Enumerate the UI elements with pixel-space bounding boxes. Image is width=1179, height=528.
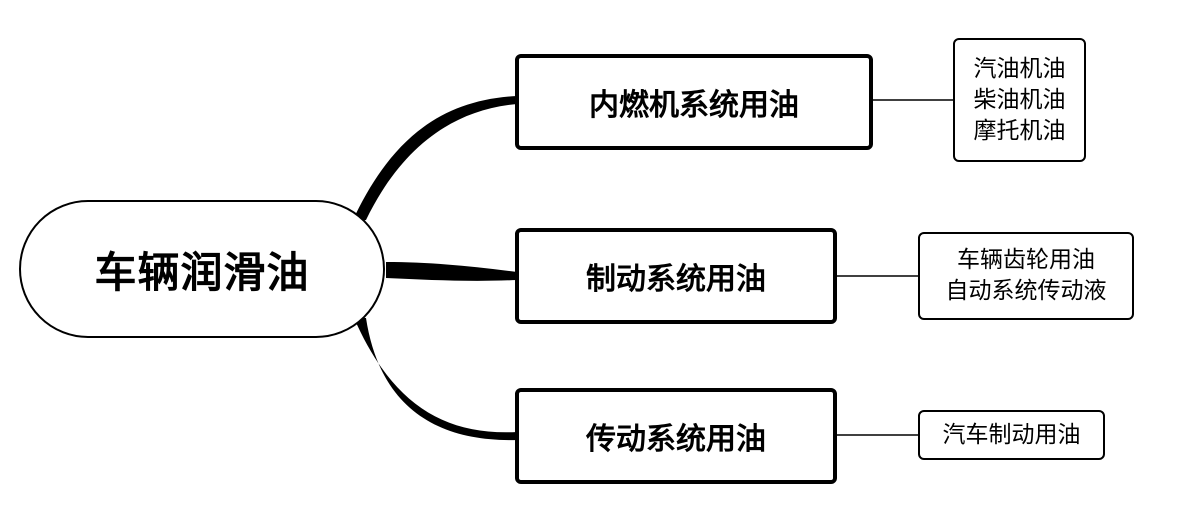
leaf-item: 汽油机油 xyxy=(973,55,1066,82)
connector-root-to-branch-2 xyxy=(386,262,517,281)
leaf-item: 车辆齿轮用油 xyxy=(957,247,1095,273)
root-node[interactable]: 车辆润滑油 xyxy=(19,200,385,338)
leaf-item: 柴油机油 xyxy=(973,86,1066,113)
leaf-node-transmission-oil-types[interactable]: 汽车制动用油 xyxy=(918,410,1105,460)
branch-node-brake-oil[interactable]: 制动系统用油 xyxy=(515,228,837,324)
connector-root-to-branch-3 xyxy=(354,318,517,441)
branch-node-label: 制动系统用油 xyxy=(586,262,766,297)
leaf-item: 自动系统传动液 xyxy=(945,278,1107,304)
branch-node-label: 内燃机系统用油 xyxy=(589,88,799,123)
branch-node-engine-oil[interactable]: 内燃机系统用油 xyxy=(515,54,873,150)
leaf-node-engine-oil-types[interactable]: 汽油机油 柴油机油 摩托机油 xyxy=(953,38,1086,162)
root-node-label: 车辆润滑油 xyxy=(94,247,310,297)
leaf-item: 摩托机油 xyxy=(973,117,1066,144)
connector-root-to-branch-1 xyxy=(352,96,517,222)
leaf-node-brake-oil-types[interactable]: 车辆齿轮用油 自动系统传动液 xyxy=(918,232,1134,320)
branch-node-label: 传动系统用油 xyxy=(586,422,766,457)
branch-node-transmission-oil[interactable]: 传动系统用油 xyxy=(515,388,837,484)
leaf-item: 汽车制动用油 xyxy=(942,421,1081,448)
